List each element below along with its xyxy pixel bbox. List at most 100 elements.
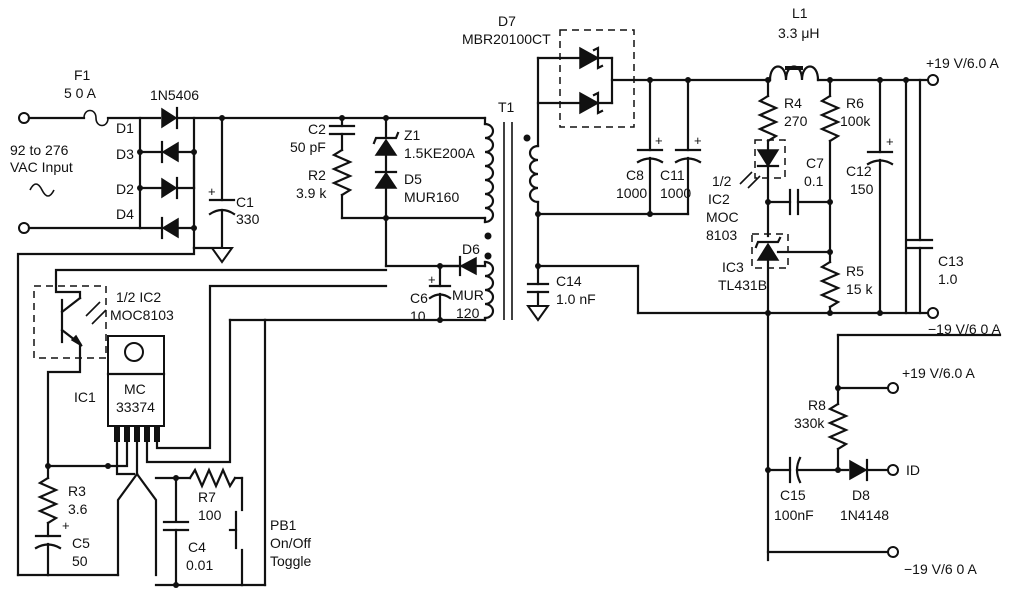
svg-text:+: + bbox=[694, 133, 702, 148]
resistor-r5 bbox=[819, 260, 841, 309]
label-r6: R6 bbox=[846, 95, 864, 111]
diode-d8 bbox=[849, 459, 868, 481]
optocoupler-ic2a bbox=[33, 268, 388, 466]
label-d1: D1 bbox=[116, 120, 134, 136]
label-ic2b-4: 8103 bbox=[706, 227, 737, 243]
resistor-r8 bbox=[827, 402, 849, 451]
label-pb1-1: PB1 bbox=[270, 517, 297, 533]
svg-text:+: + bbox=[62, 518, 70, 533]
label-r4: R4 bbox=[784, 95, 802, 111]
diode-d3 bbox=[161, 141, 179, 163]
label-ic1-val2: 33374 bbox=[116, 399, 155, 415]
label-out2-id: ID bbox=[906, 462, 920, 478]
primary-winding bbox=[483, 122, 495, 224]
output2-terminal-pos bbox=[887, 382, 899, 394]
label-r3: R3 bbox=[68, 483, 86, 499]
label-c2-val: 50 pF bbox=[290, 139, 326, 155]
ac-input bbox=[18, 109, 162, 234]
label-ic2a-2: MOC8103 bbox=[110, 307, 174, 323]
svg-text:+: + bbox=[655, 133, 663, 148]
label-f1: F1 bbox=[74, 67, 91, 83]
fuse-f1 bbox=[83, 109, 109, 127]
capacitor-c14 bbox=[526, 264, 640, 322]
secondary-winding bbox=[528, 144, 540, 204]
label-c15-val: 100nF bbox=[774, 507, 814, 523]
aux-winding bbox=[483, 260, 495, 320]
svg-text:+: + bbox=[428, 272, 436, 287]
label-c7-val: 0.1 bbox=[804, 173, 824, 189]
diode-d4 bbox=[161, 217, 179, 239]
output2-terminal-neg bbox=[887, 546, 899, 558]
label-f1-val: 5 0 A bbox=[64, 85, 97, 101]
label-out2-pos: +19 V/6.0 A bbox=[902, 365, 975, 381]
aux-supply: + bbox=[263, 255, 487, 323]
diode-d1 bbox=[161, 107, 178, 129]
label-c12: C12 bbox=[846, 163, 872, 179]
label-d4: D4 bbox=[116, 206, 134, 222]
label-c14-val: 1.0 nF bbox=[556, 291, 596, 307]
svg-text:+: + bbox=[886, 134, 894, 149]
label-ic2b-2: IC2 bbox=[708, 191, 730, 207]
label-d7-val: MBR20100CT bbox=[462, 31, 551, 47]
feedback-column bbox=[739, 78, 833, 562]
label-c1-val: 330 bbox=[236, 211, 260, 227]
ac-terminal-bottom bbox=[18, 222, 30, 234]
label-d8-val: 1N4148 bbox=[840, 507, 889, 523]
label-l1-val: 3.3 μH bbox=[778, 25, 820, 41]
label-c4: C4 bbox=[188, 539, 206, 555]
ground-icon bbox=[526, 305, 550, 322]
label-ic1: IC1 bbox=[74, 389, 96, 405]
snubber-c2-r2 bbox=[328, 116, 388, 220]
output-terminal-neg bbox=[927, 307, 939, 319]
label-c8-val: 1000 bbox=[616, 185, 647, 201]
label-c6-val: 10 bbox=[410, 308, 426, 324]
label-out-neg: −19 V/6 0 A bbox=[928, 321, 1001, 337]
diode-d5 bbox=[374, 171, 398, 189]
resistor-r3 bbox=[37, 476, 59, 525]
label-c1: C1 bbox=[236, 194, 254, 210]
label-r5: R5 bbox=[846, 263, 864, 279]
label-ic1-val1: MC bbox=[124, 381, 146, 397]
label-c6: C6 bbox=[410, 290, 428, 306]
output-terminal-pos bbox=[927, 74, 939, 86]
label-t1: T1 bbox=[498, 99, 515, 115]
capacitor-c1: + bbox=[192, 116, 236, 264]
transformer-t1 bbox=[483, 116, 540, 320]
labels: F1 5 0 A 1N5406 D1 D3 D2 D4 92 to 276 VA… bbox=[10, 5, 1001, 577]
label-d7: D7 bbox=[498, 13, 516, 29]
ground-icon bbox=[210, 247, 234, 264]
label-1n5406: 1N5406 bbox=[150, 87, 199, 103]
label-c12-val: 150 bbox=[850, 181, 874, 197]
bridge-rectifier bbox=[137, 106, 224, 250]
label-r3-val: 3.6 bbox=[68, 501, 88, 517]
label-d6: D6 bbox=[462, 241, 480, 257]
label-pb1-2: On/Off bbox=[270, 535, 311, 551]
label-d2: D2 bbox=[116, 181, 134, 197]
label-out2-neg: −19 V/6 0 A bbox=[904, 561, 977, 577]
ic1-pin-wire bbox=[116, 472, 139, 577]
label-d6-val2: 120 bbox=[456, 305, 480, 321]
label-pb1-3: Toggle bbox=[270, 553, 311, 569]
label-d5: D5 bbox=[404, 171, 422, 187]
inductor-l1 bbox=[765, 65, 939, 86]
resistor-r6 bbox=[819, 94, 841, 143]
capacitor-c8: + bbox=[636, 77, 664, 217]
label-r2-val: 3.9 k bbox=[296, 185, 327, 201]
capacitor-c11: + bbox=[674, 77, 702, 216]
label-ic2a-1: 1/2 IC2 bbox=[116, 289, 161, 305]
label-c15: C15 bbox=[780, 487, 806, 503]
label-ic3: IC3 bbox=[722, 259, 744, 275]
label-input-2: VAC Input bbox=[10, 159, 73, 175]
aux-wire bbox=[145, 318, 232, 464]
zener-z1 bbox=[374, 138, 398, 156]
label-d3: D3 bbox=[116, 146, 134, 162]
label-c11: C11 bbox=[660, 167, 685, 183]
label-c13-val: 1.0 bbox=[938, 271, 958, 287]
divider-r6-r5 bbox=[819, 78, 841, 315]
label-r7-val: 100 bbox=[198, 507, 222, 523]
ac-source-icon bbox=[29, 183, 55, 197]
diode-d7 bbox=[536, 29, 772, 148]
label-ic2b-3: MOC bbox=[706, 209, 739, 225]
